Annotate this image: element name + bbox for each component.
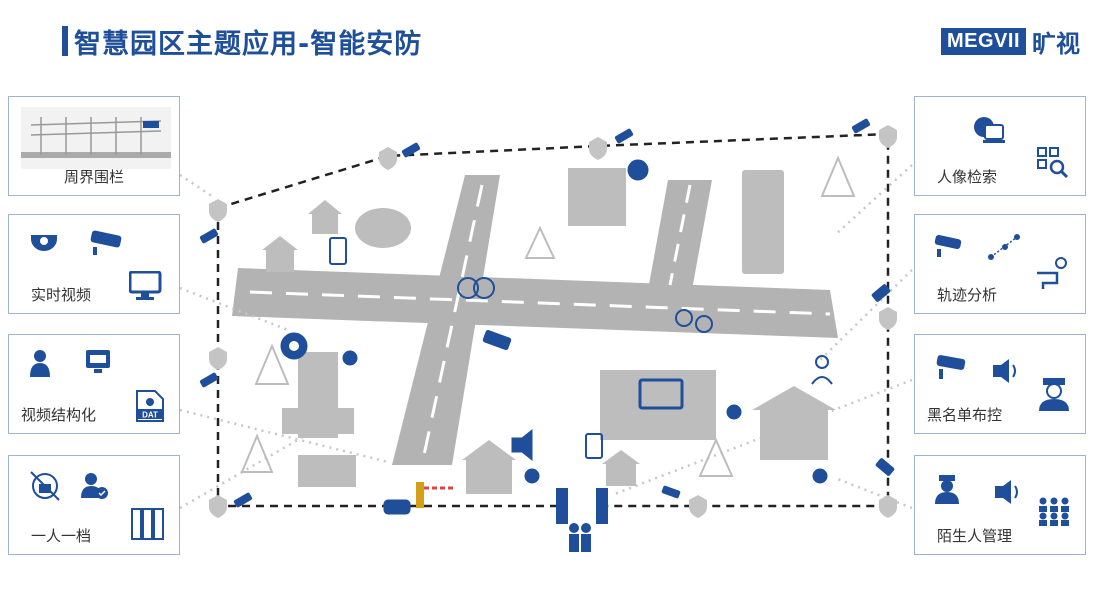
speaker-icon (995, 480, 1018, 504)
group-icon (1039, 497, 1069, 526)
panel-track-analysis[interactable]: 轨迹分析 (914, 214, 1086, 314)
route-icon (1037, 257, 1067, 289)
panel-portrait-search[interactable]: 人像检索 (914, 96, 1086, 196)
dome-camera-icon (31, 235, 57, 251)
panel-label-video-structuring: 视频结构化 (21, 406, 97, 424)
panel-perimeter-fence[interactable]: 周界围栏 (8, 96, 180, 196)
panel-label-stranger-management: 陌生人管理 (937, 527, 1013, 545)
panel-video-structuring[interactable]: DAT 视频结构化 (8, 334, 180, 434)
brand-logo-cn: 旷视 (1032, 30, 1080, 58)
panel-blacklist-control[interactable]: 黑名单布控 (914, 334, 1086, 434)
person-icon (30, 350, 50, 377)
perimeter-line (217, 132, 890, 508)
file-cabinet-icon (131, 508, 164, 540)
face-lock-icon (30, 471, 60, 501)
user-check-icon (81, 473, 108, 499)
bullet-camera-icon (936, 355, 966, 379)
panel-label-portrait-search: 人像检索 (937, 168, 998, 186)
track-dots-icon (988, 234, 1020, 260)
brand-logo-mark: MEGVII (940, 28, 1026, 55)
vehicle-icon (86, 350, 110, 373)
bullet-camera-icon (90, 230, 122, 255)
panel-label-blacklist-control: 黑名单布控 (927, 406, 1003, 424)
perimeter-fence-photo (21, 107, 171, 169)
panel-label-one-person-one-file: 一人一档 (31, 527, 92, 545)
turnstile (556, 488, 608, 552)
map-blue-icons (280, 159, 833, 515)
qr-scan-icon (1037, 147, 1069, 179)
shield-nodes (209, 125, 897, 518)
panel-realtime-video[interactable]: 实时视频 (8, 214, 180, 314)
parking-area (298, 455, 356, 487)
trees (240, 155, 856, 477)
web-search-icon (974, 117, 1005, 143)
panel-one-person-one-file[interactable]: 一人一档 (8, 455, 180, 555)
police-icon (935, 475, 959, 504)
guard-icon (1039, 378, 1069, 411)
buildings (262, 168, 836, 494)
perimeter-cameras (199, 118, 895, 508)
data-file-icon: DAT (136, 390, 164, 422)
panel-stranger-management[interactable]: 陌生人管理 (914, 455, 1086, 555)
brand-logo: MEGVII 旷视 (940, 24, 1080, 59)
panel-label-track-analysis: 轨迹分析 (937, 286, 998, 304)
data-file-badge: DAT (142, 411, 158, 420)
page-title: 智慧园区主题应用-智能安防 (74, 29, 423, 60)
title-accent-bar (62, 26, 68, 56)
panel-label-realtime-video: 实时视频 (31, 286, 92, 304)
panel-label-perimeter-fence: 周界围栏 (63, 168, 124, 186)
gate-barrier (416, 482, 456, 508)
bullet-camera-icon (934, 234, 962, 257)
road-network (232, 175, 838, 465)
monitor-icon (129, 271, 162, 300)
speaker-icon (993, 359, 1016, 383)
connector-lines (179, 164, 913, 510)
